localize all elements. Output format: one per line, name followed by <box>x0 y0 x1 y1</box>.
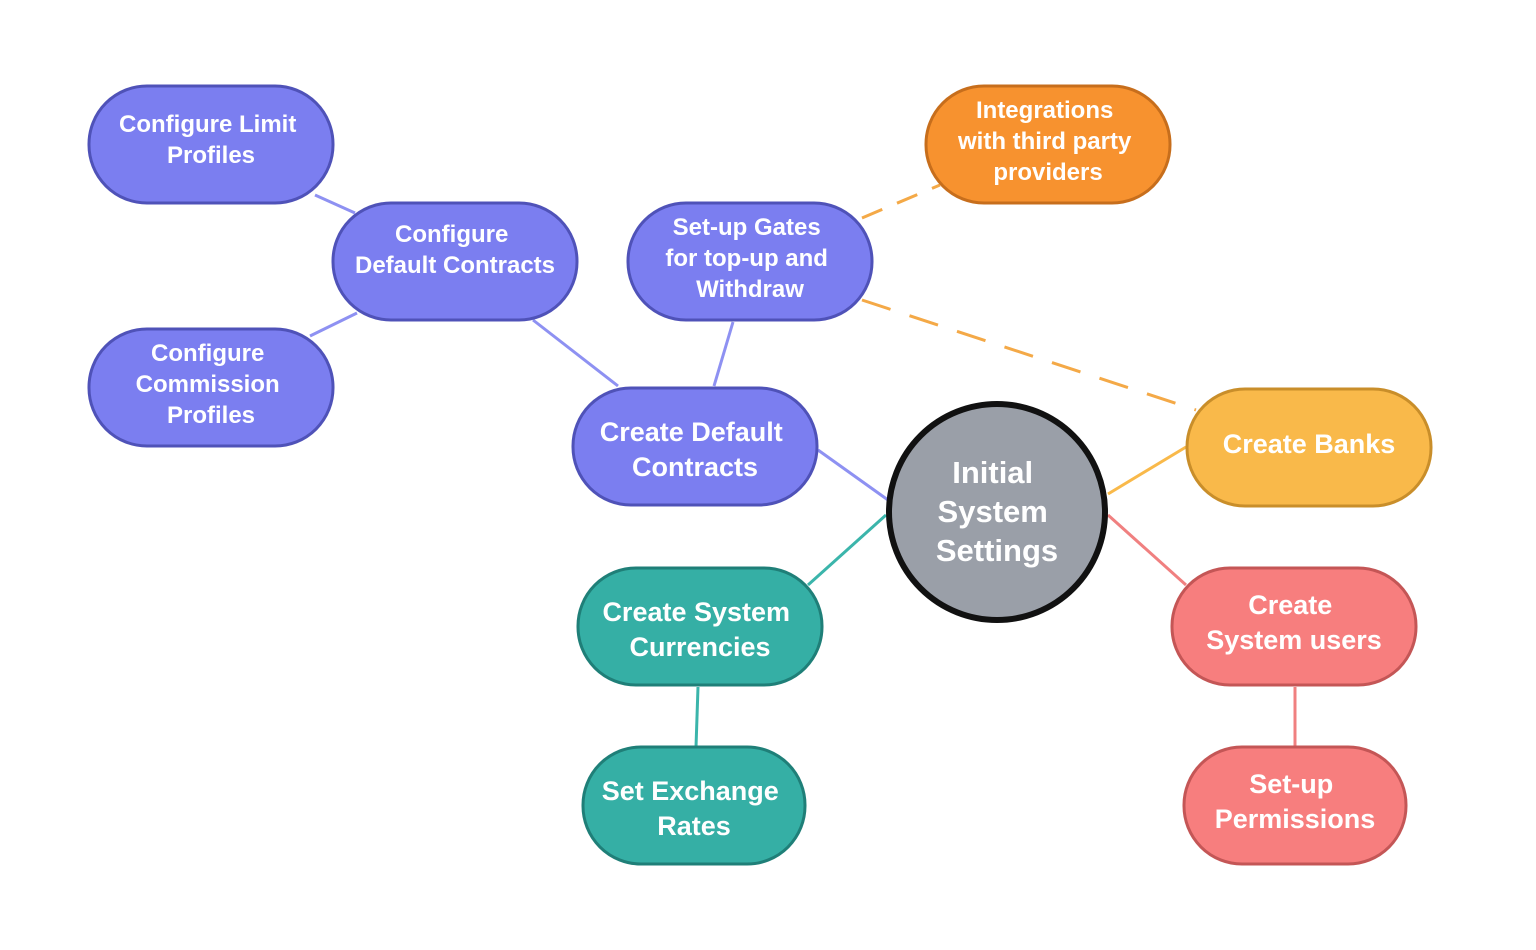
node-configure-commission-profiles: Configure Commission Profiles <box>87 327 335 448</box>
node-label-line: System users <box>1206 625 1382 655</box>
svg-text:Configure Commission: Configure Commission Profiles <box>136 340 287 429</box>
node-label-line: Set Exchange <box>602 776 779 806</box>
edge-create-currencies-to-exchange-rates <box>694 686 700 748</box>
edge-center-to-create-currencies <box>806 513 888 587</box>
node-label-line: Default Contracts <box>355 252 555 279</box>
svg-text:Set Exchange Rates: Set Exchange Rates <box>602 776 787 841</box>
node-label-line: for top-up and <box>665 245 828 272</box>
edges <box>309 183 1297 748</box>
node-label-line: Create Default <box>600 417 783 447</box>
svg-text:Configure Limit Profiles: Configure Limit Profiles <box>119 111 303 169</box>
node-label-line: Initial <box>952 455 1033 490</box>
svg-text:Set-up Gates for top-up: Set-up Gates for top-up and Withdraw <box>665 214 834 303</box>
svg-text:Integrations with third: Integrations with third party providers <box>957 97 1138 186</box>
svg-text:Create System Currencies: Create System Currencies <box>602 597 797 662</box>
edge-gates-to-create-banks <box>861 298 1197 412</box>
node-label-line: Commission <box>136 371 280 398</box>
svg-text:Configure Default Contra: Configure Default Contracts <box>355 221 555 279</box>
node-label-line: Withdraw <box>696 276 804 303</box>
node-configure-default-contracts: Configure Default Contracts <box>331 201 579 322</box>
node-label-line: Configure Limit <box>119 111 296 138</box>
svg-text:Create Banks: Create Banks <box>1223 429 1396 459</box>
node-create-default-contracts: Create Default Contracts <box>571 386 819 507</box>
node-label-line: Profiles <box>167 402 255 429</box>
svg-text:Initial System Set: Initial System Settings <box>936 455 1058 568</box>
node-label-line: Contracts <box>632 452 758 482</box>
node-label-line: Integrations <box>976 97 1113 124</box>
node-label-line: Settings <box>936 533 1058 568</box>
node-label-line: Configure <box>151 340 264 367</box>
node-label-line: Rates <box>657 811 731 841</box>
node-setup-permissions: Set-up Permissions <box>1182 745 1408 866</box>
node-label-line: Set-up <box>1249 769 1333 799</box>
node-label-line: Configure <box>395 221 508 248</box>
node-label-line: Currencies <box>629 632 770 662</box>
edge-center-to-system-users <box>1106 513 1188 587</box>
svg-text:Create Default Contracts: Create Default Contracts <box>600 417 791 482</box>
node-label-line: Permissions <box>1215 804 1376 834</box>
node-label-line: Profiles <box>167 142 255 169</box>
node-label-line: with third party <box>957 128 1132 155</box>
node-configure-limit-profiles: Configure Limit Profiles <box>87 84 335 205</box>
node-create-banks: Create Banks <box>1185 387 1433 508</box>
edge-limit-profiles-to-configure-default-contracts <box>314 193 356 215</box>
node-center-initial-system-settings: Initial System Settings <box>886 401 1108 623</box>
node-set-exchange-rates: Set Exchange Rates <box>581 745 807 866</box>
node-label-line: System <box>938 494 1048 529</box>
edge-gates-to-integrations <box>861 183 941 220</box>
node-label-line: providers <box>993 159 1102 186</box>
edge-center-to-create-banks <box>1107 445 1187 496</box>
node-label-line: Create Banks <box>1223 429 1396 459</box>
edge-configure-default-contracts-to-create-default-contracts <box>532 318 619 388</box>
node-integrations: Integrations with third party providers <box>924 84 1172 205</box>
node-create-system-users: Create System users <box>1170 566 1418 687</box>
edge-create-default-contracts-to-center <box>817 448 889 502</box>
svg-text:Set-up Permissions: Set-up Permissions <box>1215 769 1376 834</box>
svg-text:Create System users: Create System users <box>1206 590 1382 655</box>
node-label-line: Create System <box>602 597 790 627</box>
node-label-line: Create <box>1248 590 1332 620</box>
edge-commission-profiles-to-configure-default-contracts <box>309 311 358 338</box>
edge-gates-to-create-default-contracts <box>712 321 735 387</box>
node-setup-gates: Set-up Gates for top-up and Withdraw <box>626 201 874 322</box>
node-label-line: Set-up Gates <box>673 214 821 241</box>
node-create-system-currencies: Create System Currencies <box>576 566 824 687</box>
